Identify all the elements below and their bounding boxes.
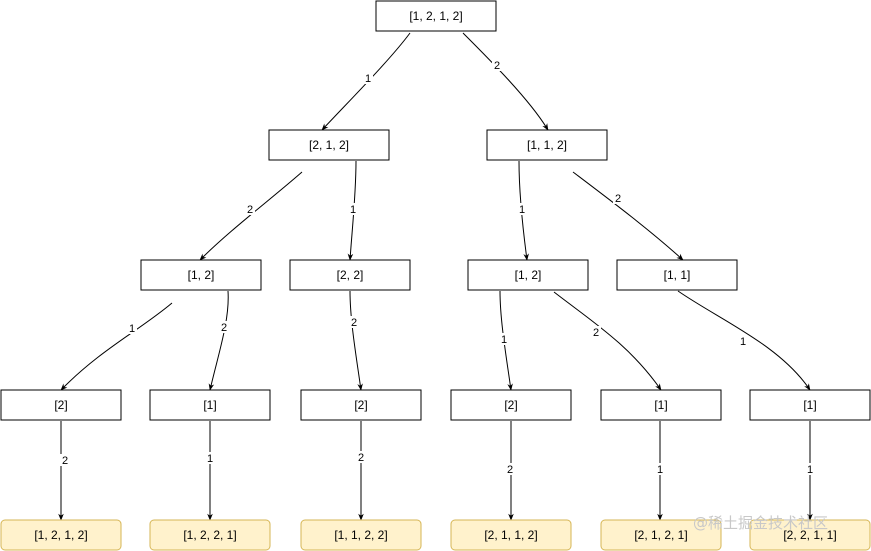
result-label: [1, 1, 2, 2] [334, 528, 387, 542]
edge-b-f [572, 171, 684, 261]
edge-labels: 1 2 2 1 1 2 1 2 2 1 2 1 2 1 2 2 1 1 [60, 59, 815, 476]
node-l: [1] [749, 389, 871, 421]
edge-label-h-r2: 1 [207, 453, 213, 465]
edge-label-k-r5: 1 [657, 464, 663, 476]
node-b: [1, 1, 2] [486, 129, 608, 161]
node-h: [1] [149, 389, 271, 421]
edge-e-k [553, 291, 662, 391]
edge-label-g-r1: 2 [62, 455, 68, 467]
edge-label-f-l: 1 [740, 336, 746, 348]
edge-label-root-a: 1 [365, 73, 371, 85]
result-node-1: [1, 2, 1, 2] [0, 519, 122, 551]
result-label: [2, 2, 1, 1] [783, 528, 836, 542]
edge-root-b [462, 32, 549, 131]
node-j: [2] [450, 389, 572, 421]
node-label: [1, 1, 2] [527, 138, 567, 152]
edge-label-j-r4: 2 [507, 464, 513, 476]
node-a: [2, 1, 2] [268, 129, 390, 161]
edge-label-b-f: 2 [615, 193, 621, 205]
node-e: [1, 2] [467, 259, 589, 291]
edge-label-root-b: 2 [494, 60, 500, 72]
node-label: [1] [654, 398, 667, 412]
result-node-5: [2, 1, 2, 1] [600, 519, 722, 551]
node-k: [1] [600, 389, 722, 421]
edge-label-l-r6: 1 [807, 464, 813, 476]
edge-label-a-d: 1 [350, 204, 356, 216]
edge-label-i-r3: 2 [358, 452, 364, 464]
node-c: [1, 2] [140, 259, 262, 291]
node-label: [1, 1] [664, 268, 691, 282]
node-label: [2] [504, 398, 517, 412]
node-label: [1] [803, 398, 816, 412]
result-node-4: [2, 1, 1, 2] [450, 519, 572, 551]
result-label: [1, 2, 2, 1] [183, 528, 236, 542]
edge-f-l [677, 290, 811, 391]
edge-a-c [199, 171, 303, 261]
result-label: [2, 1, 2, 1] [634, 528, 687, 542]
node-g: [2] [0, 389, 122, 421]
edge-label-d-i: 2 [351, 317, 357, 329]
result-label: [1, 2, 1, 2] [34, 528, 87, 542]
node-label: [1, 2] [515, 268, 542, 282]
edge-label-c-h: 2 [221, 322, 227, 334]
node-label: [1, 2, 1, 2] [409, 9, 462, 23]
node-label: [2] [54, 398, 67, 412]
result-label: [2, 1, 1, 2] [484, 528, 537, 542]
edge-label-a-c: 2 [247, 204, 253, 216]
result-node-3: [1, 1, 2, 2] [300, 519, 422, 551]
edge-c-h [208, 290, 229, 391]
node-f: [1, 1] [616, 259, 738, 291]
result-node-2: [1, 2, 2, 1] [149, 519, 271, 551]
node-root: [1, 2, 1, 2] [375, 0, 497, 32]
edge-d-i [349, 290, 363, 391]
node-label: [2] [354, 398, 367, 412]
node-label: [2, 2] [337, 268, 364, 282]
node-d: [2, 2] [289, 259, 411, 291]
edge-label-b-e: 1 [519, 204, 525, 216]
node-label: [1, 2] [188, 268, 215, 282]
edge-label-e-j: 1 [501, 334, 507, 346]
result-node-6: [2, 2, 1, 1] [749, 519, 871, 551]
edge-c-g [60, 302, 173, 391]
edge-label-c-g: 1 [129, 323, 135, 335]
node-label: [2, 1, 2] [309, 138, 349, 152]
node-label: [1] [203, 398, 216, 412]
node-i: [2] [300, 389, 422, 421]
edge-label-e-k: 2 [593, 327, 599, 339]
watermark: @稀土掘金技术社区 [693, 514, 828, 532]
